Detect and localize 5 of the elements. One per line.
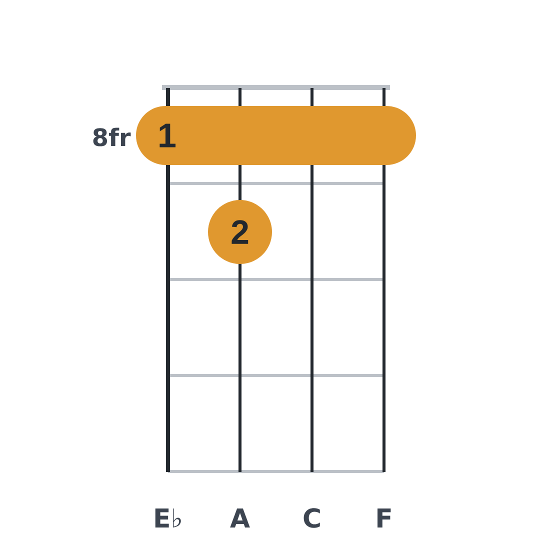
- string-name: A: [230, 508, 250, 528]
- string-name: F: [378, 508, 391, 528]
- barre-bar: 1: [136, 106, 416, 165]
- string-name: C: [304, 508, 320, 528]
- string-name: E♭: [155, 508, 181, 528]
